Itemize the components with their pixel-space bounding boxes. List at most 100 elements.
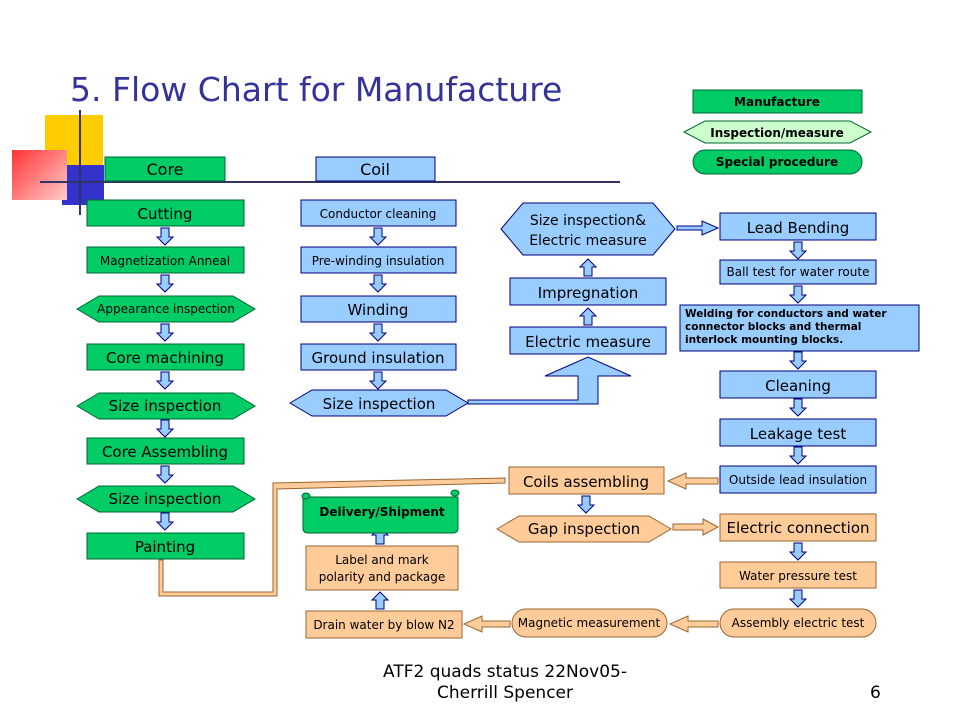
core-step-painting xyxy=(86,532,245,560)
scroll-curl-decoration xyxy=(450,489,460,497)
right-step-welding xyxy=(679,304,920,352)
asm-step-label-mark-label-2: polarity and package xyxy=(319,570,446,584)
core-step-magnetization-label: Magnetization Anneal xyxy=(100,254,230,268)
right-step-welding-label-1: Welding for conductors and water xyxy=(685,308,887,320)
core-step-machining xyxy=(86,343,245,371)
core-step-size-inspection-2-label: Size inspection xyxy=(109,490,222,508)
down-arrow-icon xyxy=(789,285,807,304)
asm-step-delivery xyxy=(302,496,459,534)
mid-step-size-electric-label-1: Size inspection& xyxy=(530,213,646,229)
mid-step-electric-measure-label: Electric measure xyxy=(525,333,651,351)
legend: Manufacture Inspection/measure Special p… xyxy=(682,89,873,175)
mid-step-impregnation-label: Impregnation xyxy=(538,284,639,302)
core-step-appearance xyxy=(76,295,256,323)
coil-header-box xyxy=(315,156,436,182)
core-step-size-inspection-1-label: Size inspection xyxy=(109,397,222,415)
mid-step-size-electric xyxy=(500,202,676,256)
asm-step-magnetic-measurement-label: Magnetic measurement xyxy=(518,616,661,630)
down-arrow-icon xyxy=(156,371,174,390)
down-arrow-icon xyxy=(789,241,807,260)
down-arrow-icon xyxy=(156,419,174,438)
right-step-cleaning-label: Cleaning xyxy=(765,377,831,395)
coil-step-winding xyxy=(300,295,457,323)
coil-step-conductor-cleaning-label: Conductor cleaning xyxy=(320,207,437,221)
core-header-label: Core xyxy=(146,160,183,179)
core-step-machining-label: Core machining xyxy=(106,349,224,367)
decor-vertical-line xyxy=(79,110,81,215)
asm-step-gap-inspection-label: Gap inspection xyxy=(528,520,640,538)
down-arrow-icon xyxy=(577,495,595,514)
up-arrow-icon xyxy=(579,258,597,277)
core-column: Cutting Magnetization Anneal Appearance … xyxy=(76,199,256,560)
right-step-outside-lead-label: Outside lead insulation xyxy=(729,473,867,487)
down-arrow-icon xyxy=(369,371,387,390)
coil-header-label: Coil xyxy=(360,160,390,179)
core-header-box xyxy=(104,156,226,182)
page-title: 5. Flow Chart for Manufacture xyxy=(70,70,563,109)
right-step-leakage-label: Leakage test xyxy=(750,425,847,443)
left-arrow-icon xyxy=(666,472,719,490)
core-step-assembling xyxy=(86,437,245,465)
core-step-cutting-label: Cutting xyxy=(138,205,193,223)
mid-step-electric-measure xyxy=(509,326,667,355)
asm-step-gap-inspection xyxy=(496,515,672,543)
asm-step-assembly-electric xyxy=(719,608,877,638)
core-step-size-inspection-2 xyxy=(76,485,256,513)
legend-inspection-label: Inspection/measure xyxy=(710,126,844,140)
left-arrow-icon xyxy=(668,615,719,633)
legend-special-label: Special procedure xyxy=(716,155,838,169)
asm-step-delivery-label: Delivery/Shipment xyxy=(319,505,444,519)
right-step-lead-bending-label: Lead Bending xyxy=(747,219,850,237)
scroll-curl-decoration xyxy=(301,492,311,500)
down-arrow-icon xyxy=(369,274,387,293)
asm-step-label-mark xyxy=(305,545,459,591)
footer-line-1: ATF2 quads status 22Nov05- xyxy=(383,662,627,682)
down-arrow-icon xyxy=(789,398,807,417)
right-step-outside-lead xyxy=(719,465,877,494)
down-arrow-icon xyxy=(156,274,174,293)
coil-step-size-inspection-label: Size inspection xyxy=(323,395,436,413)
middle-column: Electric measure Impregnation Size inspe… xyxy=(500,202,676,355)
right-column: Lead Bending Ball test for water route W… xyxy=(679,212,920,494)
core-step-painting-label: Painting xyxy=(135,538,195,556)
core-step-size-inspection-1 xyxy=(76,392,256,420)
connector-painting-to-coils-assembling xyxy=(158,477,506,597)
right-arrow-icon xyxy=(676,220,720,236)
asm-step-coils-assembling-label: Coils assembling xyxy=(523,473,649,491)
down-arrow-icon xyxy=(789,446,807,465)
page-number: 6 xyxy=(870,683,881,703)
asm-step-magnetic-measurement xyxy=(511,608,668,638)
right-step-lead-bending xyxy=(719,212,877,241)
coil-column: Conductor cleaning Pre-winding insulatio… xyxy=(289,199,469,417)
footer-line-2: Cherrill Spencer xyxy=(437,683,573,703)
coil-step-prewinding xyxy=(300,246,457,274)
down-arrow-icon xyxy=(369,227,387,246)
decor-blue-square xyxy=(62,165,104,205)
down-arrow-icon xyxy=(789,589,807,608)
core-step-cutting xyxy=(86,199,245,227)
coil-step-prewinding-label: Pre-winding insulation xyxy=(312,254,445,268)
coil-step-conductor-cleaning xyxy=(300,199,457,227)
asm-step-drain-water xyxy=(305,610,463,639)
core-step-appearance-label: Appearance inspection xyxy=(97,302,235,316)
assembly-section: Coils assembling Gap inspection Electric… xyxy=(301,466,877,639)
right-step-welding-label-2: connector blocks and thermal xyxy=(685,321,861,333)
down-arrow-icon xyxy=(156,512,174,531)
down-arrow-icon xyxy=(156,323,174,342)
coil-step-ground-insulation xyxy=(300,343,457,371)
legend-inspection-shape xyxy=(682,120,873,144)
legend-manufacture-label: Manufacture xyxy=(734,95,820,109)
decor-horizontal-line xyxy=(40,181,620,183)
down-arrow-icon xyxy=(789,351,807,370)
right-step-leakage xyxy=(719,418,877,447)
right-step-welding-label-3: interlock mounting blocks. xyxy=(685,334,843,346)
core-step-assembling-label: Core Assembling xyxy=(102,443,228,461)
mid-step-size-electric-label-2: Electric measure xyxy=(529,233,646,249)
down-arrow-icon xyxy=(369,323,387,342)
coil-step-winding-label: Winding xyxy=(348,301,409,319)
down-arrow-icon xyxy=(789,542,807,561)
asm-step-electric-connection-label: Electric connection xyxy=(727,519,870,537)
core-step-magnetization xyxy=(86,246,245,274)
right-arrow-icon xyxy=(672,518,720,536)
